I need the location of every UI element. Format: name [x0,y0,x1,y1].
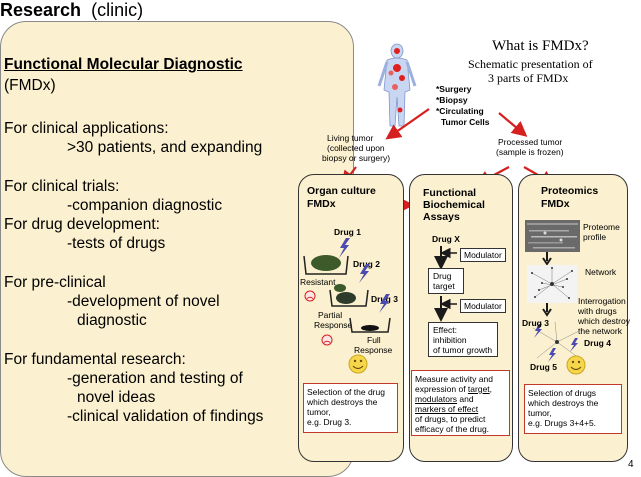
source-tumor-cells: Tumor Cells [441,117,490,127]
proteomics-title-1: Proteomics [541,185,599,197]
effect-label-1: Effect: [433,325,457,335]
drug-1-label: Drug 1 [334,227,361,237]
biochemical-summary-1: Measure activity and [415,374,493,384]
modulator-box-2: Modulator [460,299,506,313]
fmdx-heading: Functional Molecular Diagnostic [4,56,243,73]
processed-tumor-label-2: (sample is frozen) [496,147,564,157]
bullet-fundamental-research: For fundamental research: [4,351,186,368]
interrogated-network-image [532,321,582,362]
biochemical-title-3: Assays [423,211,460,223]
effect-box: Effect: inhibition of tumor growth [428,322,498,357]
drug-target-label-2: target [433,281,455,291]
bullet-pre-clinical: For pre-clinical [4,274,106,291]
biochemical-title-1: Functional [423,187,477,199]
page-number: 4 [628,459,634,470]
living-tumor-label-3: biopsy or surgery) [322,153,391,163]
slide-title: Research (clinic) [0,0,641,21]
living-tumor-label: Living tumor [327,133,374,143]
proteome-label-2: profile [583,232,607,242]
proteome-profile-image [525,220,580,252]
effect-label-3: of tumor growth [433,345,493,355]
summary-modulators-text: modulators [415,394,458,404]
bullet-tests-of-drugs: -tests of drugs [67,235,166,252]
effect-label-2: inhibition [433,335,467,345]
organ-culture-summary: Selection of the drug which destroys the… [303,383,398,433]
slide-title-main: Research [0,0,82,20]
bullet-patients: >30 patients, and expanding [67,139,263,156]
network-label: Network [585,267,617,277]
interrogation-label-2: with drugs [578,306,617,316]
bullet-generation: -generation and testing of [67,370,243,387]
biochemical-arrows [434,246,457,322]
partial-response-label: Partial [318,310,343,320]
summary-comma: , [489,384,493,394]
fmdx-diagram-panel [0,21,354,477]
full-response-label: Full [367,335,381,345]
processed-tumor-label: Processed tumor [498,137,563,147]
drug-x-label: Drug X [432,234,460,244]
proteomics-arrow-1 [542,252,552,266]
proteome-label-1: Proteome [583,222,620,232]
biochemical-summary: Measure activity and expression of targe… [411,370,510,436]
proteomics-title-2: FMDx [541,198,570,210]
living-tumor-label-2: (collected upon [327,143,385,153]
organ-culture-summary-1: Selection of the drug [307,387,385,397]
bullet-diagnostic: diagnostic [77,312,147,329]
slide-title-sub: (clinic) [91,0,144,20]
organ-culture-title-1: Organ culture [307,185,376,197]
full-response-label-2: Response [354,345,393,355]
proteomics-drug-4-label: Drug 4 [584,338,611,348]
fmdx-abbr: (FMDx) [4,77,56,94]
drug-target-label-1: Drug [433,271,452,281]
biochemical-summary-3: modulators and [415,394,506,404]
diagram-subtitle-1: Schematic presentation of [468,57,593,71]
source-surgery: *Surgery [436,84,472,94]
resistant-label: Resistant [300,277,336,287]
modulator-box-1: Modulator [460,248,506,262]
summary-target-text: target [467,384,490,394]
proteomics-summary-3: tumor, [528,408,552,418]
proteomics-drug-3-label: Drug 3 [522,318,549,328]
bullet-drug-development: For drug development: [4,216,160,233]
bullet-companion: -companion diagnostic [67,197,223,214]
summary-expression-text: expression of [415,384,468,394]
source-circulating: *Circulating [436,106,484,116]
human-body-figure [373,42,421,128]
source-biopsy: *Biopsy [436,95,468,105]
biochemical-summary-5: of drugs, to predict [415,414,486,424]
organ-culture-summary-2: which destroys the [307,397,378,407]
organ-culture-summary-3: tumor, [307,407,331,417]
drug-target-box: Drug target [428,268,464,294]
proteomics-summary-1: Selection of drugs [528,388,597,398]
diagram-title: What is FMDx? [492,38,589,54]
interrogation-label-1: Interrogation [578,296,626,306]
proteomics-arrow-2 [542,303,552,317]
proteomics-summary-2: which destroys the [528,398,599,408]
summary-markers-text: markers of effect [415,404,479,414]
biochemical-title-2: Biochemical [423,199,485,211]
proteomics-summary-4: e.g. Drugs 3+4+5. [528,418,597,428]
network-image [527,265,577,303]
proteomics-drug-5-label: Drug 5 [530,362,557,372]
interrogation-label-4: the network [578,326,622,336]
partial-response-label-2: Response [314,320,353,330]
diagram-subtitle-2: 3 parts of FMDx [488,71,569,85]
organ-culture-summary-4: e.g. Drug 3. [307,417,352,427]
bullet-novel-ideas: novel ideas [77,389,156,406]
bullet-clinical-trials: For clinical trials: [4,178,120,195]
bullet-clinical-applications: For clinical applications: [4,120,169,137]
organ-culture-title-2: FMDx [307,198,336,210]
proteomics-smiley-icon [566,355,586,375]
biochemical-summary-2: expression of target, [415,384,506,394]
bullet-clinical-validation: -clinical validation of findings [67,408,264,425]
bullet-novel: -development of novel [67,293,220,310]
organ-culture-illustration [303,238,391,374]
proteomics-summary: Selection of drugs which destroys the tu… [524,384,622,434]
interrogation-label-3: which destroy [578,316,630,326]
biochemical-summary-6: efficacy of the drug. [415,424,490,434]
summary-and-text: and [457,394,474,404]
